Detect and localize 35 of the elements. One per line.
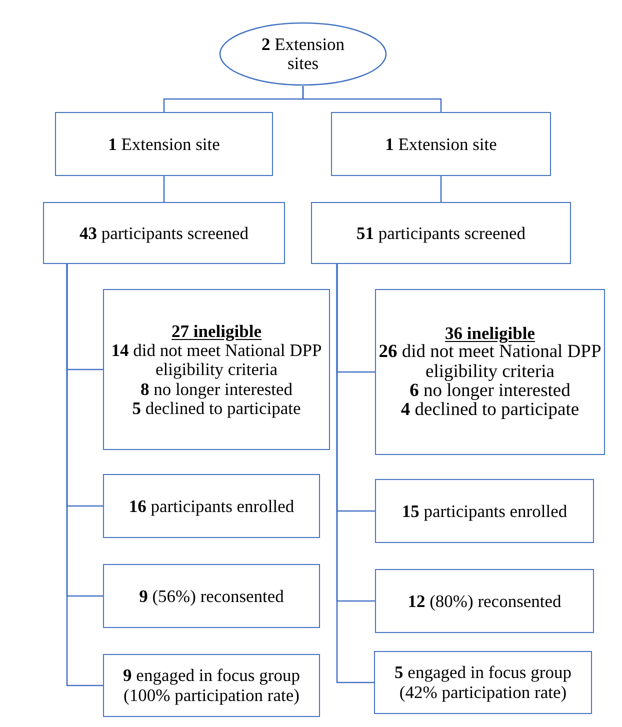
connector-line — [302, 86, 442, 112]
box-label: 1 Extension site — [108, 134, 220, 154]
process-box — [43, 202, 285, 264]
process-box — [375, 479, 594, 543]
box-label: 2 Extension sites — [260, 34, 346, 74]
box-label: 15 participants enrolled — [402, 500, 568, 522]
box-label: 43 participants screened — [79, 222, 249, 244]
process-box — [374, 651, 592, 714]
reason-text: 6 no longer interested — [410, 382, 570, 402]
process-box — [103, 289, 330, 450]
box-label: 9 engaged in focus group (100% participation rate) — [122, 666, 301, 705]
section-heading: 36 ineligible — [445, 323, 535, 344]
process-box — [103, 474, 320, 538]
connector-line — [336, 264, 374, 684]
box-label: 51 participants screened — [356, 222, 526, 244]
box-label: 16 participants enrolled — [128, 496, 294, 516]
process-box — [103, 654, 320, 717]
start-ellipse — [219, 22, 387, 86]
process-box — [311, 202, 571, 264]
connector-line — [66, 264, 103, 686]
connector-line — [163, 176, 165, 202]
section-heading: 27 ineligible — [172, 320, 262, 342]
process-box — [103, 564, 320, 628]
process-box — [375, 289, 605, 455]
connector-line — [440, 176, 442, 202]
process-box — [331, 112, 551, 176]
process-box — [55, 112, 273, 176]
box-label: 9 (56%) reconsented — [139, 586, 284, 606]
reason-text: 5 declined to participate — [132, 398, 301, 418]
box-label: 5 engaged in focus group (42% participation rate) — [394, 663, 572, 702]
reason-text: 4 declined to participate — [400, 401, 580, 421]
reason-text: 8 no longer interested — [140, 380, 293, 399]
box-label: 1 Extension site — [385, 134, 497, 154]
process-box — [375, 569, 594, 633]
box-label: 12 (80%) reconsented — [408, 590, 562, 612]
